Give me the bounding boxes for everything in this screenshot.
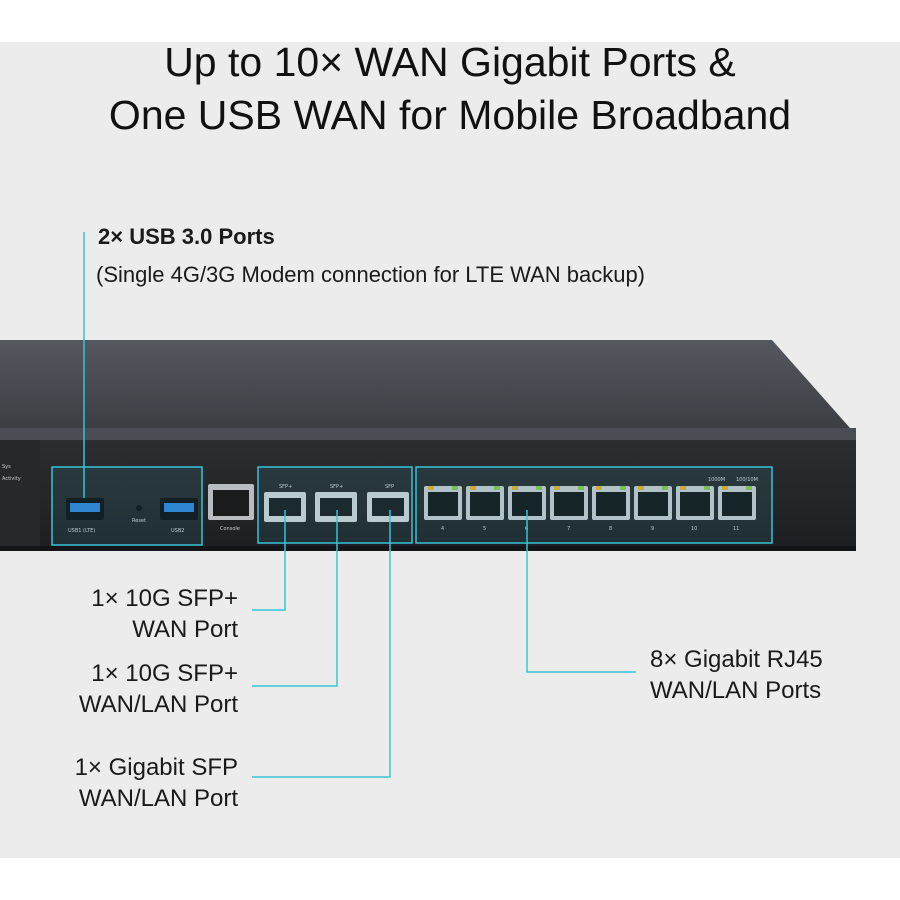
rj45-leader-line bbox=[526, 510, 636, 673]
svg-text:100/10M: 100/10M bbox=[736, 477, 758, 483]
callout-line: WAN/LAN Port bbox=[78, 691, 238, 718]
usb-highlight-box bbox=[51, 466, 203, 546]
callout-line: 1× 10G SFP+ bbox=[91, 585, 238, 612]
svg-text:SFP+: SFP+ bbox=[330, 484, 343, 490]
router-top-panel bbox=[0, 340, 850, 428]
sfp-highlight-box bbox=[257, 466, 413, 544]
callout-line: 1× 10G SFP+ bbox=[91, 660, 238, 687]
svg-text:SFP+: SFP+ bbox=[279, 484, 292, 490]
callout-sfp-wan-lan: 1× Gigabit SFP WAN/LAN Port bbox=[75, 752, 238, 814]
reset-button bbox=[136, 505, 142, 511]
headline-line-2: One USB WAN for Mobile Broadband bbox=[108, 92, 792, 138]
sfp-plus-2-leader-line bbox=[252, 510, 338, 687]
sfp-leader-line bbox=[252, 510, 391, 778]
svg-text:USB1 (LTE): USB1 (LTE) bbox=[68, 528, 95, 534]
usb1-port bbox=[66, 498, 104, 520]
svg-text:1000M: 1000M bbox=[708, 477, 725, 483]
svg-text:9: 9 bbox=[651, 526, 654, 532]
svg-text:Activity: Activity bbox=[2, 476, 21, 482]
callout-line: 1× Gigabit SFP bbox=[74, 754, 238, 781]
callout-line: WAN Port bbox=[132, 616, 238, 643]
sfp-plus-port-1: SFP+ bbox=[264, 484, 306, 522]
svg-text:Reset: Reset bbox=[132, 518, 146, 524]
headline-line-1: Up to 10× WAN Gigabit Ports & bbox=[164, 39, 736, 85]
svg-text:11: 11 bbox=[733, 526, 739, 532]
headline: Up to 10× WAN Gigabit Ports & One USB WA… bbox=[0, 36, 900, 142]
rj45-ports bbox=[424, 486, 756, 520]
callout-rj45-wan-lan: 8× Gigabit RJ45 WAN/LAN Ports bbox=[650, 644, 823, 706]
callout-line: WAN/LAN Port bbox=[78, 785, 238, 812]
usb-callout-subtitle: (Single 4G/3G Modem connection for LTE W… bbox=[96, 262, 646, 287]
svg-text:10: 10 bbox=[691, 526, 697, 532]
callout-sfp-plus-wan-lan: 1× 10G SFP+ WAN/LAN Port bbox=[79, 658, 238, 720]
svg-text:Sys: Sys bbox=[2, 464, 11, 470]
svg-text:SFP: SFP bbox=[385, 484, 394, 490]
svg-text:4: 4 bbox=[441, 526, 444, 532]
svg-text:8: 8 bbox=[609, 526, 612, 532]
usb2-port bbox=[160, 498, 198, 520]
svg-text:6: 6 bbox=[525, 526, 528, 532]
console-port bbox=[208, 484, 254, 520]
router-left-edge bbox=[0, 440, 40, 546]
rj45-highlight-box bbox=[415, 466, 773, 544]
bottom-white-band bbox=[0, 858, 900, 900]
router-front-lip bbox=[0, 428, 856, 440]
svg-text:7: 7 bbox=[567, 526, 570, 532]
sfp-plus-port-2: SFP+ bbox=[315, 484, 357, 522]
svg-text:USB2: USB2 bbox=[171, 528, 184, 534]
callout-line: 8× Gigabit RJ45 bbox=[650, 646, 823, 673]
router-front-face bbox=[0, 440, 856, 550]
callout-line: WAN/LAN Ports bbox=[650, 677, 822, 704]
callout-sfp-plus-wan: 1× 10G SFP+ WAN Port bbox=[91, 583, 238, 645]
top-white-band bbox=[0, 0, 900, 42]
svg-text:Console: Console bbox=[220, 526, 240, 532]
svg-text:5: 5 bbox=[483, 526, 486, 532]
sfp-port: SFP bbox=[367, 484, 409, 522]
sfp-plus-1-leader-line bbox=[252, 510, 286, 611]
usb-callout-title: 2× USB 3.0 Ports bbox=[98, 224, 275, 249]
